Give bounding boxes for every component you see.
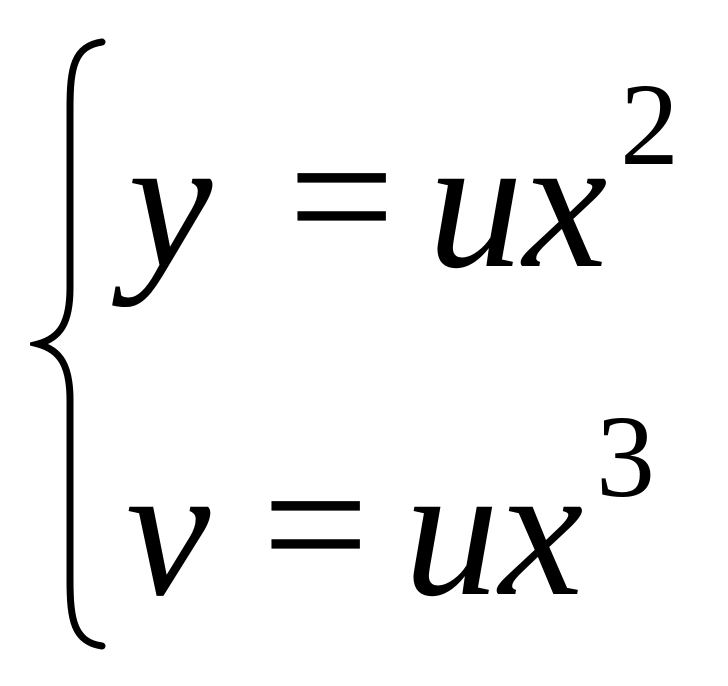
- equation-rhs: ux: [404, 426, 584, 636]
- equation-lhs: v: [126, 426, 211, 636]
- left-brace: [30, 38, 106, 650]
- equation-lhs: y: [128, 98, 213, 308]
- equals-sign: =: [288, 92, 396, 302]
- equation-rhs: ux: [428, 98, 608, 308]
- exponent: 2: [620, 59, 679, 190]
- exponent: 3: [596, 391, 655, 522]
- equals-sign: =: [262, 420, 370, 630]
